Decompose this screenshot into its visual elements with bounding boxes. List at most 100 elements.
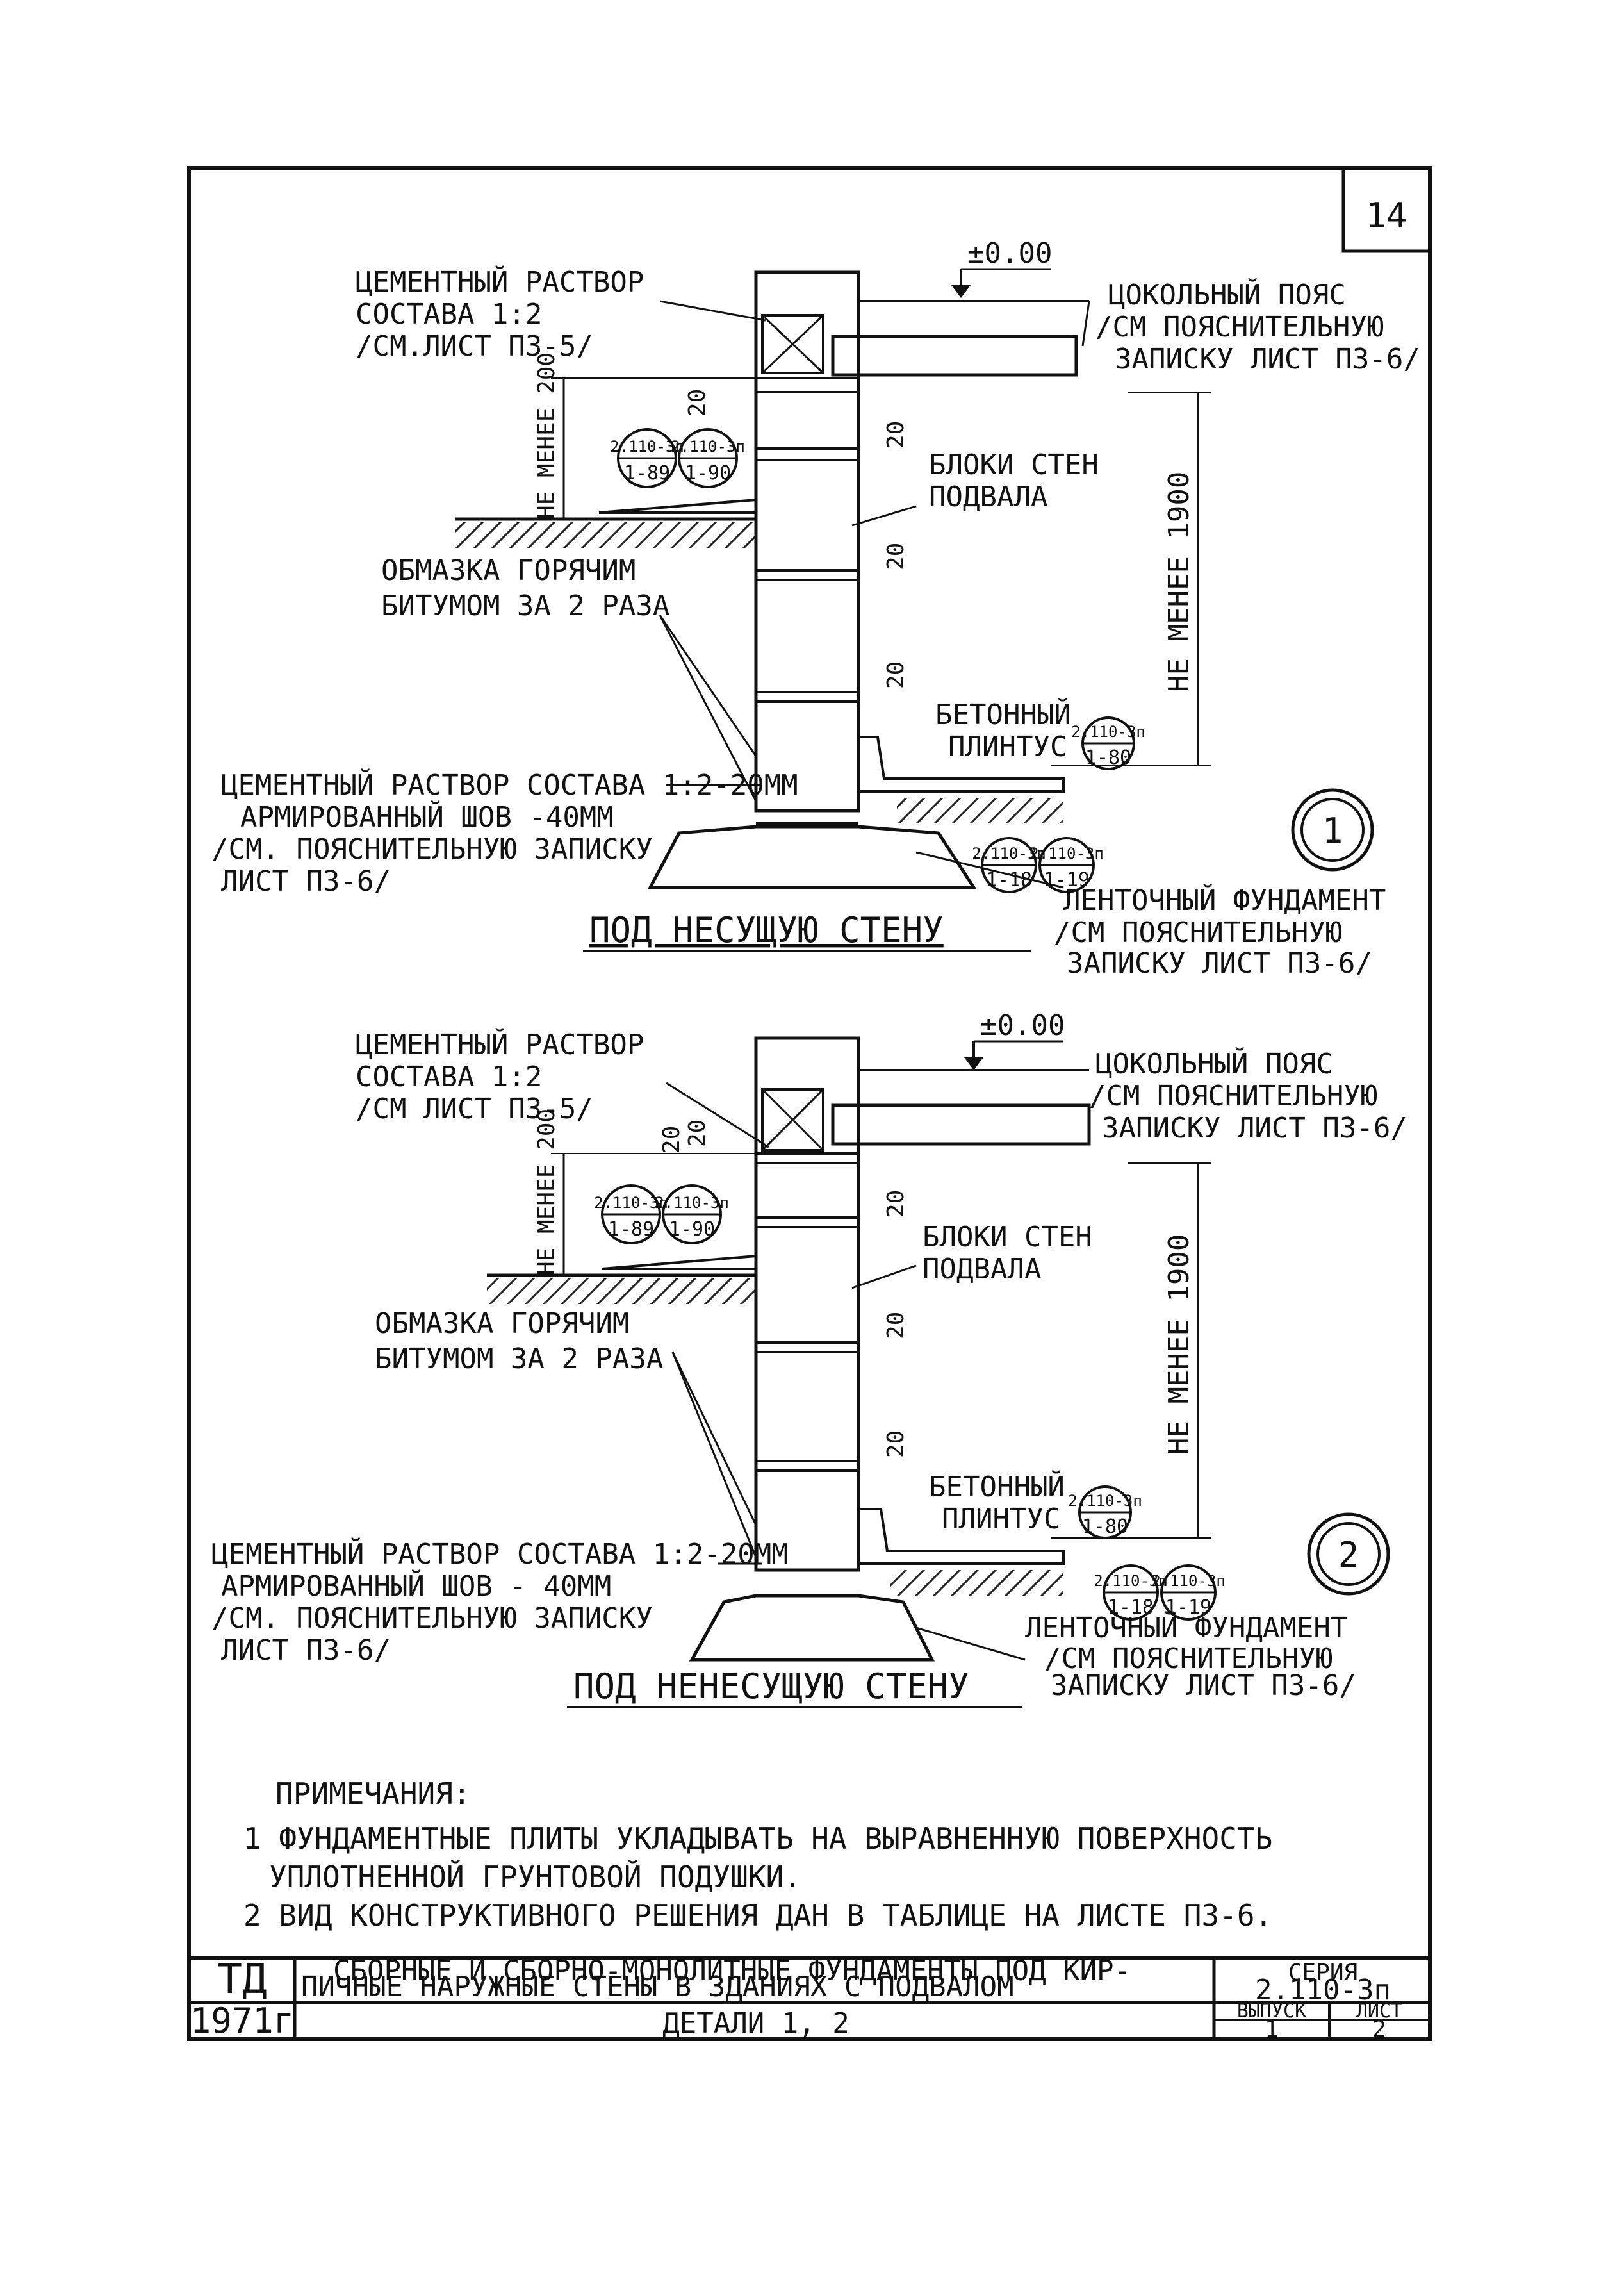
svg-text:1-89: 1-89 <box>608 1218 654 1241</box>
issue-value: 1 <box>1265 2016 1279 2042</box>
svg-text:2.110-3п: 2.110-3п <box>972 845 1046 863</box>
svg-text:1-90: 1-90 <box>685 462 731 484</box>
title-line-2: ПИЧНЫЕ НАРУЖНЫЕ СТЕНЫ В ЗДАНИЯХ С ПОДВАЛ… <box>301 1971 1014 2003</box>
detail-1-marker: 1 <box>1291 788 1374 872</box>
svg-text:1-90: 1-90 <box>669 1218 715 1241</box>
svg-text:2.110-3п: 2.110-3п <box>1094 1572 1168 1590</box>
detail-2-marker: 2 <box>1307 1512 1390 1596</box>
mortar-block <box>761 314 824 374</box>
svg-text:2.110-3п: 2.110-3п <box>671 438 745 456</box>
svg-text:ЗАПИСКУ ЛИСТ П3-6/: ЗАПИСКУ ЛИСТ П3-6/ <box>1051 1669 1356 1702</box>
svg-text:1-89: 1-89 <box>624 462 670 484</box>
plinth-ref: 2.110-3п 1-80 <box>1071 716 1145 770</box>
foundation-ref-1: 2.110-3п 1-18 <box>972 837 1046 893</box>
svg-text:1-80: 1-80 <box>1082 1516 1128 1538</box>
svg-text:2.110-3п: 2.110-3п <box>1068 1492 1142 1510</box>
seam-label: ЦЕМЕНТНЫЙ РАСТВОР СОСТАВА 1:2-20ММ АРМИР… <box>211 768 798 898</box>
sheet-value: 2 <box>1372 2016 1386 2042</box>
dim-20-d: 20 <box>883 661 909 689</box>
svg-text:1-18: 1-18 <box>986 869 1032 891</box>
svg-text:АРМИРОВАННЫЙ ШОВ - 40ММ: АРМИРОВАННЫЙ ШОВ - 40ММ <box>221 1569 611 1603</box>
svg-text:ЛЕНТОЧНЫЙ ФУНДАМЕНТ: ЛЕНТОЧНЫЙ ФУНДАМЕНТ <box>1025 1610 1347 1644</box>
year: 1971г <box>190 2001 295 2041</box>
svg-text:СОСТАВА 1:2: СОСТАВА 1:2 <box>356 298 542 331</box>
seam-label-2: ЦЕМЕНТНЫЙ РАСТВОР СОСТАВА 1:2-20ММ АРМИР… <box>211 1537 789 1667</box>
sheet-number: 14 <box>1365 195 1407 236</box>
svg-text:ПОДВАЛА: ПОДВАЛА <box>929 481 1047 513</box>
min-height-label-2: НЕ МЕНЕЕ 200 <box>534 1109 560 1275</box>
org-code: ТД <box>217 1956 267 2003</box>
note-item-1-cont: УПЛОТНЕННОЙ ГРУНТОВОЙ ПОДУШКИ. <box>269 1860 801 1894</box>
title-line-1: СБОРНЫЕ И СБОРНО-МОНОЛИТНЫЕ ФУНДАМЕНТЫ П… <box>333 1955 1131 1987</box>
svg-text:БИТУМОМ ЗА 2 РАЗА: БИТУМОМ ЗА 2 РАЗА <box>375 1343 663 1375</box>
dim-20-c: 20 <box>883 543 909 570</box>
title-block: ТД 1971г СБОРНЫЕ И СБОРНО-МОНОЛИТНЫЕ ФУН… <box>189 1955 1430 2042</box>
svg-text:2.110-3п: 2.110-3п <box>655 1194 729 1212</box>
svg-text:2.110-3п: 2.110-3п <box>610 438 684 456</box>
svg-text:/СМ.ЛИСТ П3-5/: /СМ.ЛИСТ П3-5/ <box>356 330 593 363</box>
svg-text:/СМ ПОЯСНИТЕЛЬНУЮ: /СМ ПОЯСНИТЕЛЬНУЮ <box>1054 916 1342 949</box>
svg-text:БЕТОННЫЙ: БЕТОННЫЙ <box>935 697 1071 731</box>
level-mark: ±0.00 <box>967 237 1052 270</box>
strip-foundation <box>647 825 977 889</box>
dim-20-d-2: 20 <box>883 1312 909 1339</box>
svg-text:ЛЕНТОЧНЫЙ ФУНДАМЕНТ: ЛЕНТОЧНЫЙ ФУНДАМЕНТ <box>1063 883 1386 917</box>
coating-label: ОБМАЗКА ГОРЯЧИМ БИТУМОМ ЗА 2 РАЗА <box>381 554 669 622</box>
svg-text:ЗАПИСКУ ЛИСТ П3-6/: ЗАПИСКУ ЛИСТ П3-6/ <box>1067 947 1372 980</box>
svg-text:БЛОКИ СТЕН: БЛОКИ СТЕН <box>929 449 1099 481</box>
sheet-frame <box>187 166 1432 2041</box>
svg-text:2: 2 <box>1338 1535 1359 1575</box>
series-label: СЕРИЯ <box>1288 1960 1357 1986</box>
wall-blocks-label-2: БЛОКИ СТЕН ПОДВАЛА <box>923 1221 1092 1285</box>
mortar-label-2: ЦЕМЕНТНЫЙ РАСТВОР СОСТАВА 1:2 /СМ ЛИСТ П… <box>356 1027 644 1125</box>
svg-text:ПЛИНТУС: ПЛИНТУС <box>942 1503 1060 1535</box>
min-1900-label-2: НЕ МЕНЕЕ 1900 <box>1163 1234 1195 1455</box>
plinth-belt-slab <box>831 335 1078 377</box>
svg-text:2.110-3п: 2.110-3п <box>1029 845 1104 863</box>
sheet-label: ЛИСТ <box>1356 2000 1402 2022</box>
detail-1-title: ПОД НЕСУЩУЮ СТЕНУ <box>589 910 944 950</box>
svg-text:ЦЕМЕНТНЫЙ РАСТВОР СОСТАВА 1:2-: ЦЕМЕНТНЫЙ РАСТВОР СОСТАВА 1:2-20ММ <box>211 1537 789 1571</box>
strip-foundation-2 <box>689 1594 935 1662</box>
svg-text:1-80: 1-80 <box>1085 747 1131 769</box>
plinth-belt-label-2: ЦОКОЛЬНЫЙ ПОЯС /СМ ПОЯСНИТЕЛЬНУЮ ЗАПИСКУ… <box>1089 1046 1407 1145</box>
plinth-belt-label: ЦОКОЛЬНЫЙ ПОЯС /СМ ПОЯСНИТЕЛЬНУЮ ЗАПИСКУ… <box>1095 277 1420 376</box>
foundation-ref-1-2: 2.110-3п 1-18 <box>1094 1564 1168 1621</box>
issue-label: ВЫПУСК <box>1237 2000 1306 2022</box>
svg-text:ЦОКОЛЬНЫЙ ПОЯС: ЦОКОЛЬНЫЙ ПОЯС <box>1095 1046 1333 1080</box>
svg-text:ЦЕМЕНТНЫЙ РАСТВОР: ЦЕМЕНТНЫЙ РАСТВОР <box>356 1027 644 1061</box>
svg-text:1-18: 1-18 <box>1108 1596 1154 1619</box>
svg-text:/СМ ПОЯСНИТЕЛЬНУЮ: /СМ ПОЯСНИТЕЛЬНУЮ <box>1095 311 1384 343</box>
svg-text:ПЛИНТУС: ПЛИНТУС <box>948 731 1067 763</box>
notes-heading: ПРИМЕЧАНИЯ: <box>275 1776 471 1811</box>
sheet-number-box <box>1341 166 1432 253</box>
svg-text:ЛИСТ П3-6/: ЛИСТ П3-6/ <box>221 1634 391 1667</box>
dim-20-b: 20 <box>883 421 909 449</box>
detail-1: ±0.00 ЦЕМЕНТНЫЙ РАСТВОР СОСТАВА 1:2 /СМ.… <box>211 237 1420 980</box>
svg-text:2.110-3п: 2.110-3п <box>594 1194 668 1212</box>
plinth-belt-slab-2 <box>831 1103 1091 1146</box>
wall-blocks-label: БЛОКИ СТЕН ПОДВАЛА <box>929 449 1099 513</box>
dim-20-e-2: 20 <box>883 1430 909 1458</box>
svg-text:ПОДВАЛА: ПОДВАЛА <box>923 1253 1041 1285</box>
detail-2-title: ПОД НЕНЕСУЩУЮ СТЕНУ <box>573 1666 969 1707</box>
subtitle: ДЕТАЛИ 1, 2 <box>662 2007 849 2040</box>
foundation-label: ЛЕНТОЧНЫЙ ФУНДАМЕНТ /СМ ПОЯСНИТЕЛЬНУЮ ЗА… <box>1054 883 1386 980</box>
svg-text:/СМ ЛИСТ П3-5/: /СМ ЛИСТ П3-5/ <box>356 1093 593 1125</box>
svg-text:БЕТОННЫЙ: БЕТОННЫЙ <box>929 1469 1065 1503</box>
mortar-label: ЦЕМЕНТНЫЙ РАСТВОР СОСТАВА 1:2 /СМ.ЛИСТ П… <box>356 265 644 363</box>
ref-right: 2.110-3п 1-90 <box>671 428 745 488</box>
svg-text:/СМ. ПОЯСНИТЕЛЬНУЮ ЗАПИСКУ: /СМ. ПОЯСНИТЕЛЬНУЮ ЗАПИСКУ <box>211 833 653 866</box>
wall-column-2 <box>754 1036 860 1572</box>
svg-text:2.110-3п: 2.110-3п <box>1071 723 1145 741</box>
ref-left-2: 2.110-3п 1-89 <box>594 1184 668 1244</box>
dim-20-a-2: 20 <box>684 1120 710 1147</box>
svg-text:2.110-3п: 2.110-3п <box>1151 1572 1226 1590</box>
svg-text:1-19: 1-19 <box>1044 869 1090 891</box>
concrete-plinth-2 <box>858 1508 1065 1565</box>
ref-right-2: 2.110-3п 1-90 <box>655 1184 729 1244</box>
dim-20-b-2: 20 <box>659 1126 685 1153</box>
plinth-ref-2: 2.110-3п 1-80 <box>1068 1485 1142 1539</box>
note-item-2: 2 ВИД КОНСТРУКТИВНОГО РЕШЕНИЯ ДАН В ТАБЛ… <box>243 1898 1272 1933</box>
